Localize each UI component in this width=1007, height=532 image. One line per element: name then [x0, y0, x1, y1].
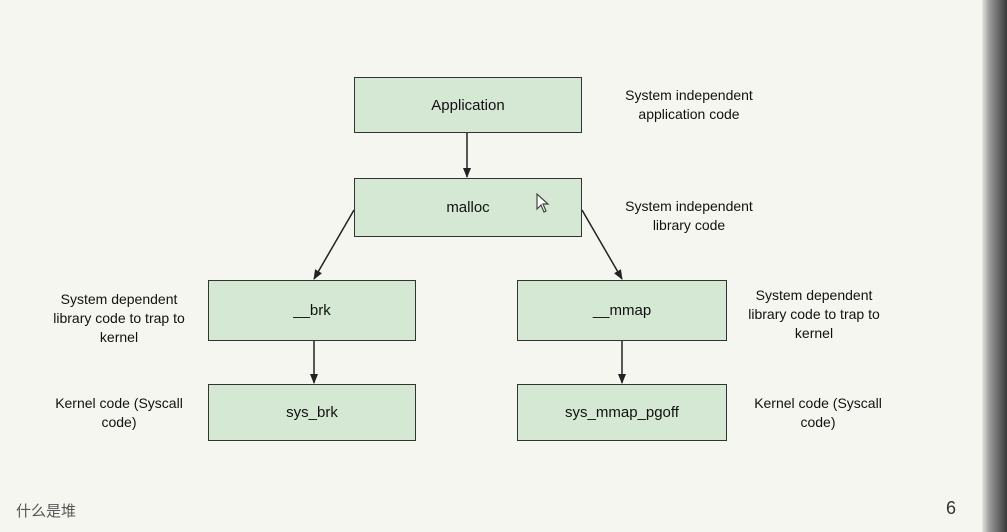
note-mmap: System dependent library code to trap to… [748, 287, 880, 341]
node-mmap: __mmap [517, 280, 727, 341]
node-sys-brk: sys_brk [208, 384, 416, 441]
window-edge [982, 0, 1007, 532]
node-sys-mmap-pgoff: sys_mmap_pgoff [517, 384, 727, 441]
edge-malloc-mmap [581, 209, 623, 280]
note-malloc: System independent library code [625, 198, 753, 233]
diagram-connectors [310, 133, 626, 384]
mouse-pointer-icon [536, 193, 550, 213]
note-sys-mmap: Kernel code (Syscall code) [754, 395, 882, 430]
node-malloc: malloc [354, 178, 582, 237]
page-number: 6 [946, 498, 957, 518]
node-application: Application [354, 77, 582, 133]
node-brk: __brk [208, 280, 416, 341]
slide: Application malloc __brk __mmap sys_brk … [0, 0, 982, 532]
note-sys-brk: Kernel code (Syscall code) [55, 395, 183, 430]
note-application: System independent application code [625, 87, 753, 122]
slide-footer-title: 什么是堆 [16, 502, 77, 520]
edge-malloc-brk [313, 209, 355, 280]
note-brk: System dependent library code to trap to… [53, 291, 185, 345]
